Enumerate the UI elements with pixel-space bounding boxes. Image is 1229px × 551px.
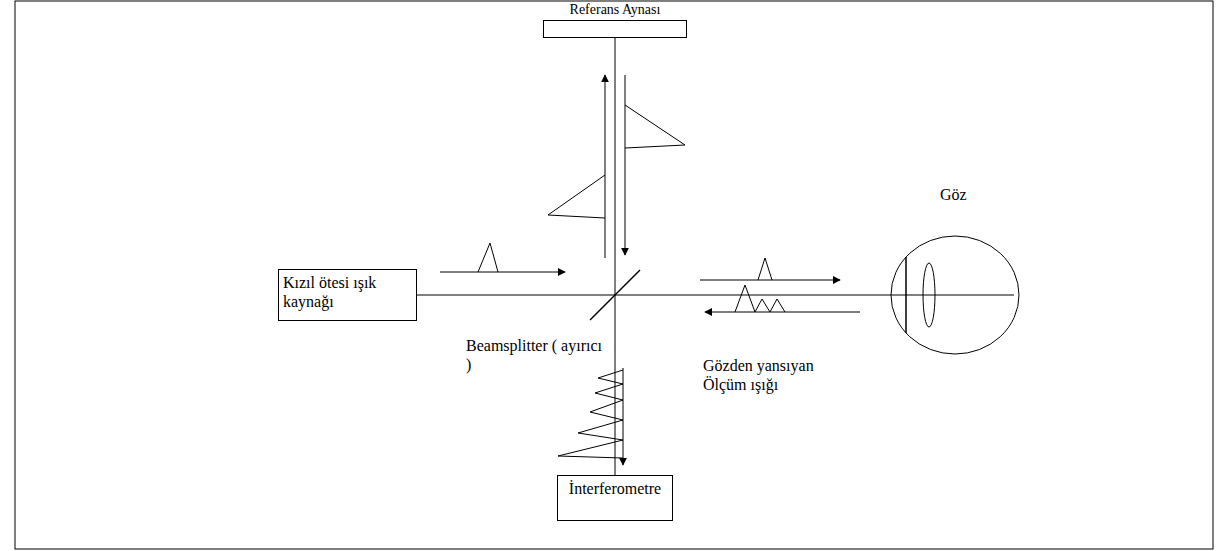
eye-outline <box>890 235 1020 355</box>
arrow <box>705 312 860 313</box>
pulse <box>735 285 785 312</box>
box-text: Kızıl ötesi ışık kaynağı <box>283 273 410 311</box>
interferometer-box: İnterferometre <box>557 475 673 521</box>
cornea <box>905 257 907 333</box>
source-box: Kızıl ötesi ışık kaynağı <box>278 269 417 321</box>
pulses <box>440 75 860 465</box>
mirror-label: Referans Aynası <box>543 2 687 19</box>
lens <box>923 263 935 327</box>
pulse <box>625 105 685 148</box>
pulse <box>478 243 498 272</box>
frame <box>15 1 1213 549</box>
arrow <box>700 280 840 281</box>
optical-path <box>417 295 890 296</box>
optical-path <box>615 38 616 475</box>
eyeball <box>891 236 1019 354</box>
pulse <box>758 258 772 280</box>
pulse <box>548 175 605 218</box>
optical-axis <box>890 295 1014 296</box>
arrow <box>625 75 626 255</box>
arrow <box>605 75 606 258</box>
arrow <box>623 368 624 465</box>
box-text: İnterferometre <box>562 479 668 498</box>
beamsplitter-label: Beamsplitter ( ayırıcı ) <box>466 336 606 374</box>
return-light-label: Gözden yansıyan Ölçüm ışığı <box>703 356 845 394</box>
mirror-bar <box>543 20 687 38</box>
eye-label: Göz <box>940 185 967 204</box>
eye: Göz <box>890 235 1020 355</box>
pulse <box>558 370 623 458</box>
arrow <box>440 272 565 273</box>
mirror: Referans Aynası <box>543 2 687 38</box>
